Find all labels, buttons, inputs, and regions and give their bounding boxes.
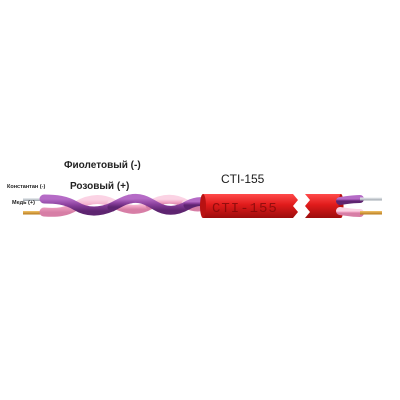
product-name: CTI-155 [221, 172, 265, 186]
constantan-conductor-right [360, 197, 382, 201]
constantan-label: Константан (-) [7, 184, 46, 190]
red-jacket-end [305, 194, 344, 218]
violet-wire-label: Фиолетовый (-) [64, 160, 141, 171]
red-jacket-main [200, 194, 298, 218]
copper-conductor-left [23, 211, 45, 215]
right-wire-ends [336, 195, 382, 217]
copper-label: Медь (+) [12, 200, 35, 206]
copper-conductor-right [360, 211, 382, 215]
pink-wire-label: Розовый (+) [70, 181, 130, 192]
constantan-conductor-left [23, 198, 45, 201]
jacket-print: CTI-155 [212, 201, 278, 217]
